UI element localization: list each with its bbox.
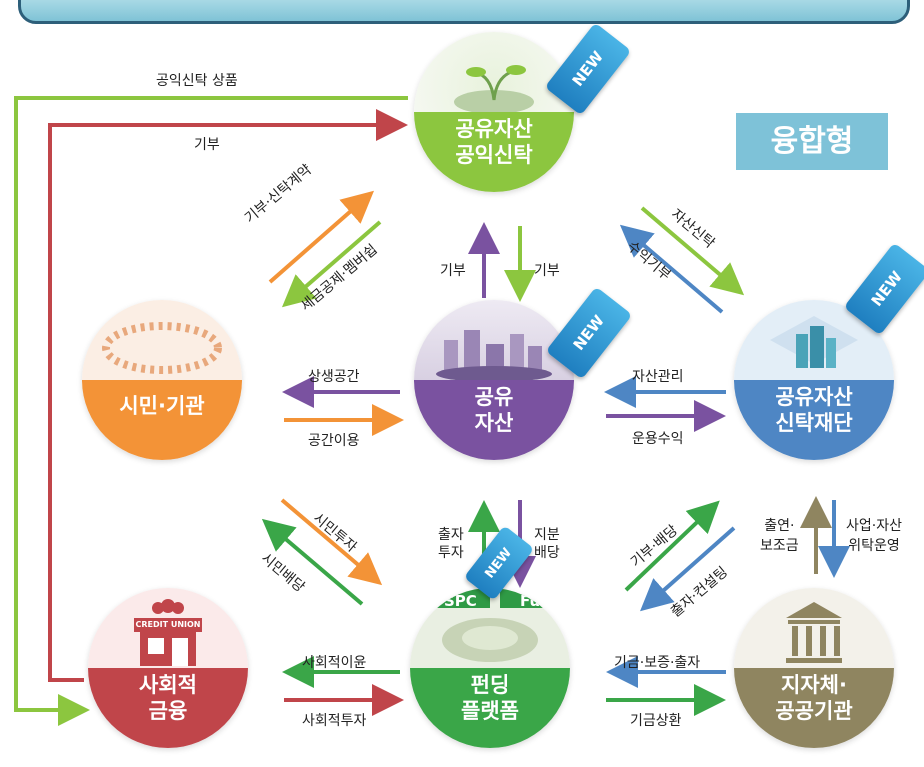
fund-label: Fund xyxy=(520,592,562,610)
label-donation-down: 기부 xyxy=(534,263,560,279)
gov-label-line1: 지자체· xyxy=(781,673,847,697)
new-tag-text: NEW xyxy=(867,267,907,311)
label-business-consignment: 사업·자산 위탁운영 xyxy=(846,516,902,556)
label-donation-up: 기부 xyxy=(440,263,466,279)
trust-node: 공유자산 공익신탁 xyxy=(414,32,574,192)
funding-label-line1: 펀딩 xyxy=(470,673,510,697)
label-public-trust-product: 공익신탁 상품 xyxy=(156,73,238,89)
citizen-label-line1: 시민·기관 xyxy=(119,394,205,418)
credit-union-image xyxy=(88,588,248,668)
new-tag-text: NEW xyxy=(569,311,609,355)
people-circle-image xyxy=(82,300,242,380)
label-space-use: 공간이용 xyxy=(308,433,360,449)
label-social-investment: 사회적투자 xyxy=(302,713,367,729)
label-coexistence-space: 상생공간 xyxy=(308,369,360,385)
finance-node: CREDIT UNION 사회적 금융 xyxy=(88,588,248,748)
citizen-label: 시민·기관 xyxy=(82,380,242,460)
foundation-label: 공유자산 신탁재단 xyxy=(734,380,894,460)
funding-label: 펀딩 플랫폼 xyxy=(410,668,570,748)
funding-node: SPC Fund 펀딩 플랫폼 xyxy=(410,588,570,748)
label-equity-dividend: 지분 배당 xyxy=(534,526,560,562)
label-contribution-subsidy: 출연· 보조금 xyxy=(760,516,799,556)
foundation-node: 공유자산 신탁재단 xyxy=(734,300,894,460)
credit-union-sign: CREDIT UNION xyxy=(135,620,201,629)
building-image xyxy=(734,300,894,380)
label-social-profit: 사회적이윤 xyxy=(302,655,367,671)
foundation-label-line1: 공유자산 xyxy=(775,385,853,409)
asset-label-line1: 공유 xyxy=(474,385,514,409)
label-investment-line2: 투자 xyxy=(438,545,464,561)
city-image xyxy=(414,300,574,382)
finance-label-line2: 금융 xyxy=(148,699,188,723)
gov-label-line2: 공공기관 xyxy=(775,699,853,723)
asset-label-line2: 자산 xyxy=(474,411,514,435)
label-asset-management: 자산관리 xyxy=(632,369,684,385)
gov-node: 지자체· 공공기관 xyxy=(734,588,894,748)
government-building-image xyxy=(734,588,894,668)
trust-label-line2: 공익신탁 xyxy=(455,143,533,167)
label-contribution-line2: 보조금 xyxy=(760,538,799,554)
spc-label: SPC xyxy=(444,592,477,610)
crowd-image xyxy=(410,588,570,668)
label-operating-revenue: 운용수익 xyxy=(632,431,684,447)
label-fund-repayment: 기금상환 xyxy=(630,713,682,729)
gov-label: 지자체· 공공기관 xyxy=(734,668,894,748)
citizen-node: 시민·기관 xyxy=(82,300,242,460)
new-tag-text: NEW xyxy=(482,544,516,582)
label-equity-line1: 지분 xyxy=(534,527,560,543)
label-investment: 출자 투자 xyxy=(438,526,464,562)
label-donation-top: 기부 xyxy=(194,137,220,153)
label-contribution-line1: 출연· xyxy=(764,518,795,534)
label-equity-line2: 배당 xyxy=(534,545,560,561)
label-business-line2: 위탁운영 xyxy=(848,538,900,554)
trust-label: 공유자산 공익신탁 xyxy=(414,112,574,192)
label-investment-line1: 출자 xyxy=(438,527,464,543)
trust-label-line1: 공유자산 xyxy=(455,117,533,141)
finance-label: 사회적 금융 xyxy=(88,668,248,748)
convergence-type-badge: 융합형 xyxy=(736,113,888,170)
asset-node: 공유 자산 xyxy=(414,300,574,460)
sprout-image xyxy=(414,32,574,114)
label-business-line1: 사업·자산 xyxy=(846,518,902,534)
asset-label: 공유 자산 xyxy=(414,380,574,460)
funding-label-line2: 플랫폼 xyxy=(461,699,519,723)
new-tag-text: NEW xyxy=(568,47,608,91)
finance-label-line1: 사회적 xyxy=(139,673,197,697)
foundation-label-line2: 신탁재단 xyxy=(775,411,853,435)
header-bar xyxy=(18,0,910,24)
label-fund-guarantee: 기금·보증·출자 xyxy=(614,655,701,671)
